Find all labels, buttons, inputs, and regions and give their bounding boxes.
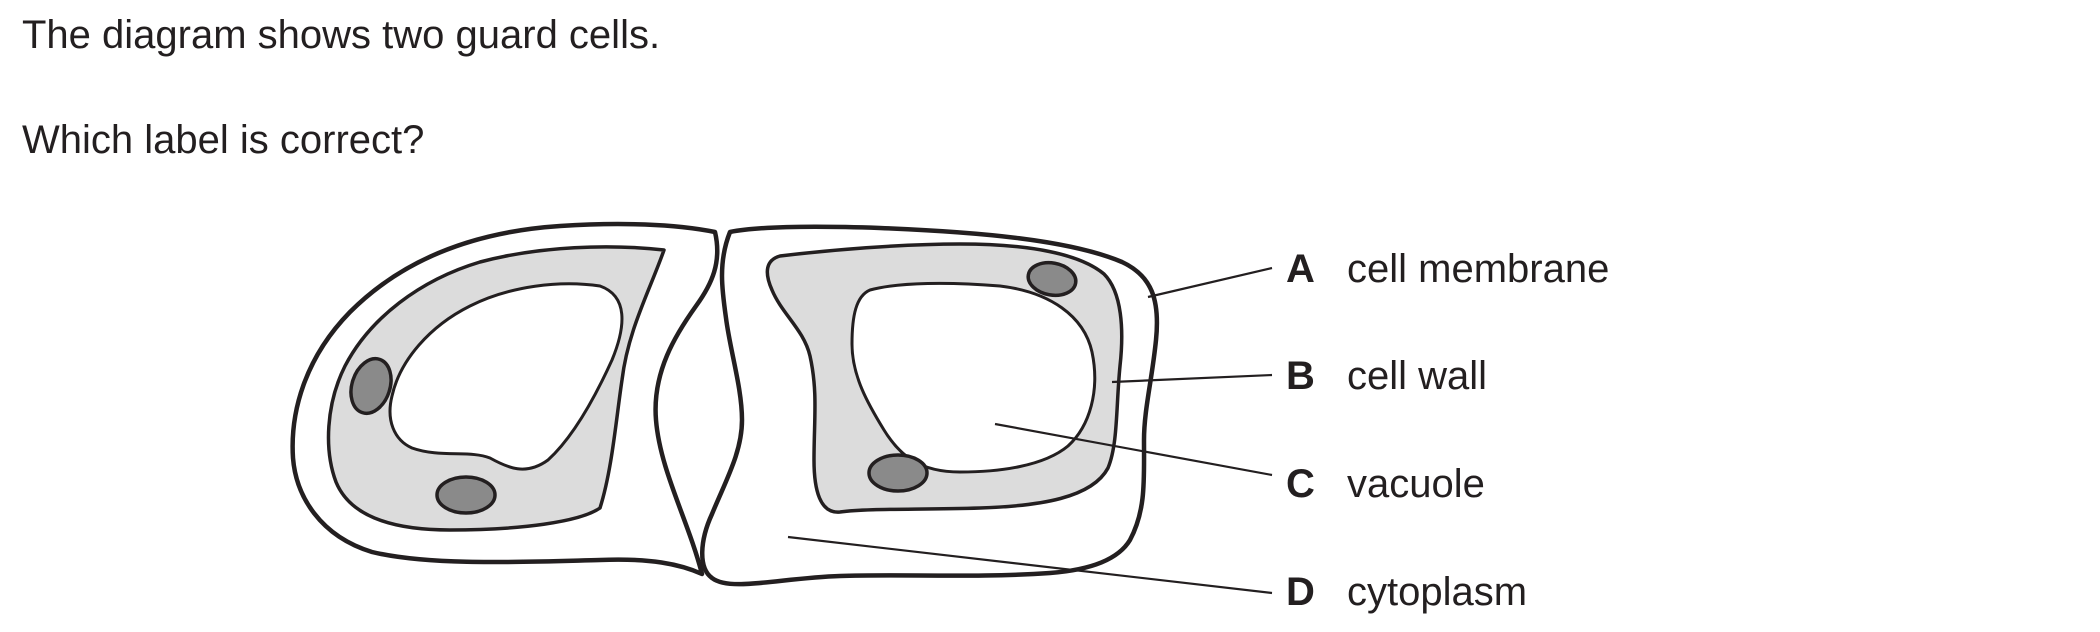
option-text: cytoplasm — [1347, 570, 1527, 614]
option-letter: B — [1286, 354, 1315, 398]
option-a: A cell membrane — [1286, 247, 1609, 291]
right-cell-vacuole — [850, 281, 1097, 474]
leader-line-d — [787, 535, 1273, 595]
leader-line-a — [1147, 266, 1273, 299]
question-prompt: Which label is correct? — [22, 118, 425, 162]
option-c: C vacuole — [1286, 462, 1485, 506]
option-letter: D — [1286, 570, 1315, 614]
option-letter: C — [1286, 462, 1315, 506]
left-chloroplast-1 — [349, 356, 393, 416]
option-d: D cytoplasm — [1286, 570, 1527, 614]
option-text: cell membrane — [1347, 247, 1609, 291]
right-guard-cell — [700, 224, 1160, 587]
left-chloroplast-2 — [435, 475, 497, 515]
option-text: vacuole — [1347, 462, 1485, 506]
left-cell-vacuole — [388, 282, 624, 471]
leader-line-b — [1111, 373, 1273, 384]
left-guard-cell — [290, 221, 720, 577]
option-letter: A — [1286, 247, 1315, 291]
leader-line-c — [994, 422, 1273, 477]
option-b: B cell wall — [1286, 354, 1487, 398]
right-chloroplast-1 — [1026, 260, 1078, 298]
question-intro: The diagram shows two guard cells. — [22, 13, 661, 57]
option-text: cell wall — [1347, 354, 1487, 398]
right-chloroplast-2 — [867, 453, 929, 493]
